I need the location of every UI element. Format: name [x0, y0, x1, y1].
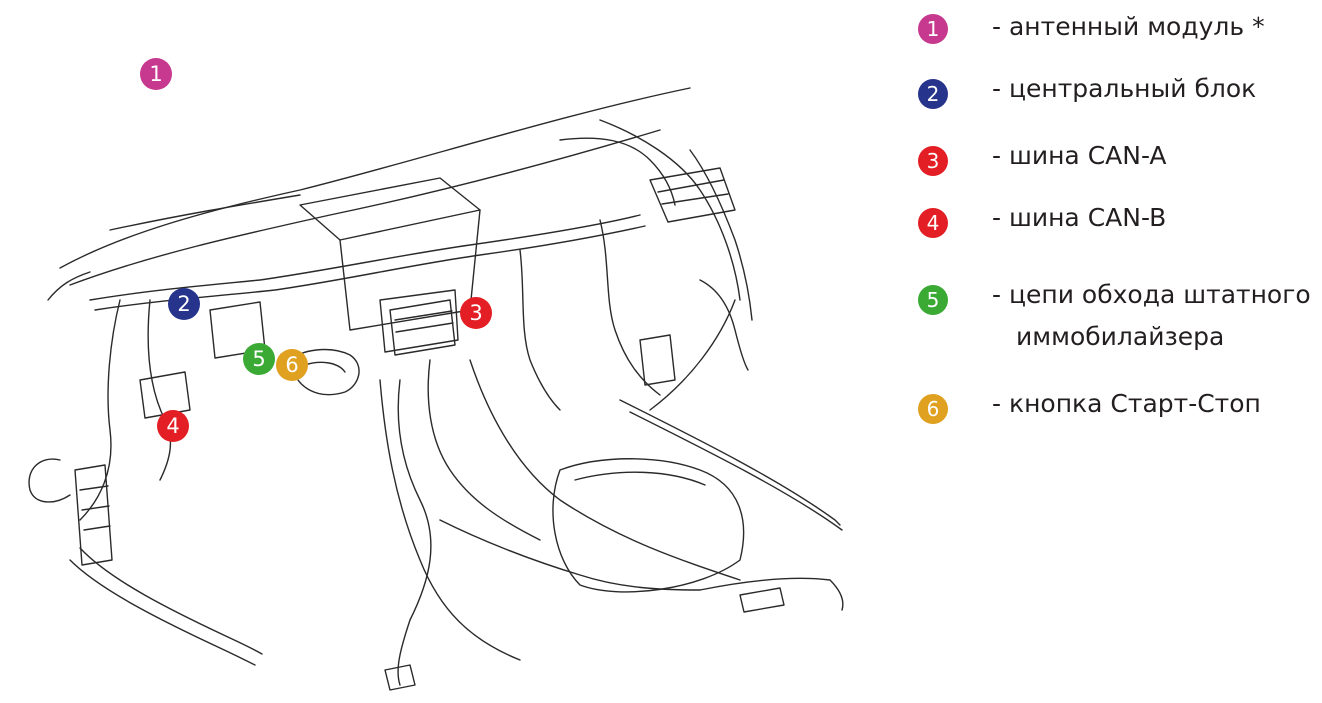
harness-center-drop [427, 359, 541, 541]
marker-2-label: 2 [177, 291, 191, 316]
harness-left-drop-2 [147, 299, 172, 481]
floor-connector [384, 664, 416, 691]
marker-2-central-unit: 2 [168, 288, 200, 320]
marker-1-antenna-module: 1 [140, 58, 172, 90]
legend-badge-3: 3 [918, 146, 948, 176]
floor-rail-left-2 [79, 547, 263, 655]
armrest [552, 458, 745, 593]
legend-text-6: - кнопка Старт-Стоп [992, 389, 1261, 418]
harness-center-drop-2 [397, 379, 432, 686]
legend-text-5-line2: иммобилайзера [1016, 322, 1225, 351]
center-display [379, 289, 459, 353]
marker-6-label: 6 [285, 352, 299, 377]
legend-number-3: 3 [926, 149, 940, 173]
marker-5-label: 5 [252, 346, 266, 371]
harness-main-trunk [89, 214, 641, 301]
legend-text-3: - шина CAN-A [992, 141, 1167, 170]
legend-number-6: 6 [926, 397, 940, 421]
dashboard-right-panel [599, 119, 741, 301]
harness-left-loop [28, 458, 71, 503]
steering-column-2 [304, 361, 346, 373]
rear-connector [739, 587, 785, 613]
legend-text-1: - антенный модуль * [992, 12, 1265, 41]
harness-top-right [559, 137, 676, 206]
marker-6-start-stop: 6 [276, 349, 308, 381]
harness-right-connectors [639, 334, 676, 386]
floor-rail-right-2 [629, 411, 843, 531]
harness-right-drop-2 [519, 249, 561, 411]
marker-4-can-b: 4 [157, 410, 189, 442]
legend-number-5: 5 [926, 288, 940, 312]
legend-text-4: - шина CAN-B [992, 203, 1167, 232]
dashboard-top-edge-inner [69, 129, 661, 286]
left-connector-lines [79, 485, 111, 531]
floor-rail-right [619, 399, 841, 526]
marker-5-immobilizer-bypass: 5 [243, 343, 275, 375]
harness-right-drop [599, 219, 661, 396]
marker-4-label: 4 [166, 413, 180, 438]
harness-right-cable [699, 279, 749, 371]
windshield-line [109, 194, 301, 231]
right-vent [649, 167, 736, 223]
marker-1-label: 1 [149, 61, 163, 86]
marker-3-label: 3 [469, 300, 483, 325]
legend-badge-4: 4 [918, 208, 948, 238]
legend-number-1: 1 [926, 17, 940, 41]
dashboard-wiring-drawing [28, 87, 844, 691]
center-console-front [339, 209, 481, 331]
left-connector-stack [74, 464, 113, 566]
dashboard-top-edge [59, 87, 691, 269]
tunnel-right [469, 359, 741, 581]
connector-block [139, 371, 191, 419]
legend-text-5: - цепи обхода штатного [992, 280, 1311, 309]
harness-bottom-branch [439, 519, 701, 591]
legend-text-2: - центральный блок [992, 74, 1257, 103]
junction-box-grid [394, 310, 454, 333]
right-door-edge [649, 299, 736, 411]
right-vent-slats [657, 179, 729, 205]
rear-harness [699, 577, 844, 611]
legend-number-4: 4 [926, 211, 940, 235]
legend-badge-6: 6 [918, 394, 948, 424]
legend-number-2: 2 [926, 82, 940, 106]
tunnel-left [379, 379, 521, 661]
harness-left-drop [79, 299, 121, 521]
steering-column [289, 348, 360, 396]
marker-3-can-a: 3 [460, 297, 492, 329]
legend-badge-5: 5 [918, 285, 948, 315]
armrest-top [574, 471, 706, 486]
dashboard-right-edge [689, 149, 753, 321]
dashboard-front-edge [47, 271, 91, 301]
legend-badge-2: 2 [918, 79, 948, 109]
floor-rail-left [69, 559, 256, 666]
legend-badge-1: 1 [918, 14, 948, 44]
junction-box-center [389, 299, 456, 356]
